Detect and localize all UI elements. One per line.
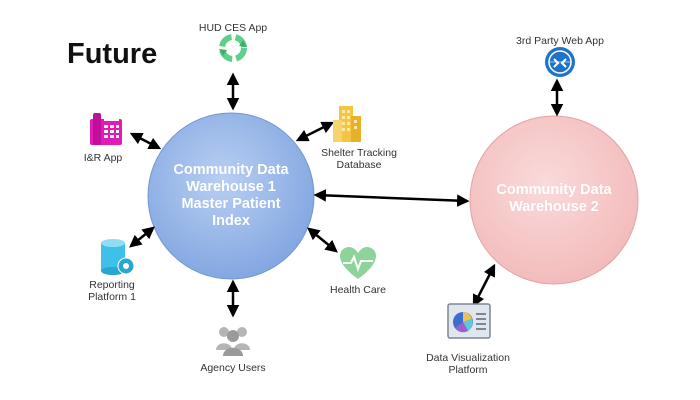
database-gear-icon — [101, 239, 135, 275]
arrow-shelter-cdw1 — [295, 121, 335, 142]
third-party-label: 3rd Party Web App — [516, 35, 604, 47]
dashboard-icon — [447, 303, 491, 339]
cdw1-label: Community Data Warehouse 1 Master Patien… — [173, 162, 289, 229]
cdw2-label: Community Data Warehouse 2 — [496, 182, 612, 215]
arrow-dataviz-cdw2 — [472, 263, 496, 308]
reporting-label: Reporting Platform 1 — [88, 279, 136, 303]
arrow-ir-cdw1 — [129, 132, 162, 150]
buildings-icon — [333, 106, 361, 142]
page-title: Future — [67, 38, 158, 70]
hud-ces-label: HUD CES App — [198, 22, 268, 34]
arrow-cdw1-cdw2 — [313, 189, 470, 207]
ir-app-label: I&R App — [83, 152, 123, 164]
recycle-arrows-icon — [219, 34, 247, 62]
arrow-health-cdw1 — [307, 227, 338, 253]
agency-label: Agency Users — [200, 362, 266, 374]
users-icon — [216, 327, 250, 356]
phone-fax-icon — [90, 113, 122, 145]
web-app-icon — [545, 47, 575, 77]
arrow-reporting-cdw1 — [129, 226, 155, 248]
heart-pulse-icon — [340, 247, 376, 279]
health-label: Health Care — [329, 284, 387, 296]
shelter-label: Shelter Tracking Database — [321, 147, 397, 171]
dataviz-label: Data Visualization Platform — [426, 352, 510, 376]
